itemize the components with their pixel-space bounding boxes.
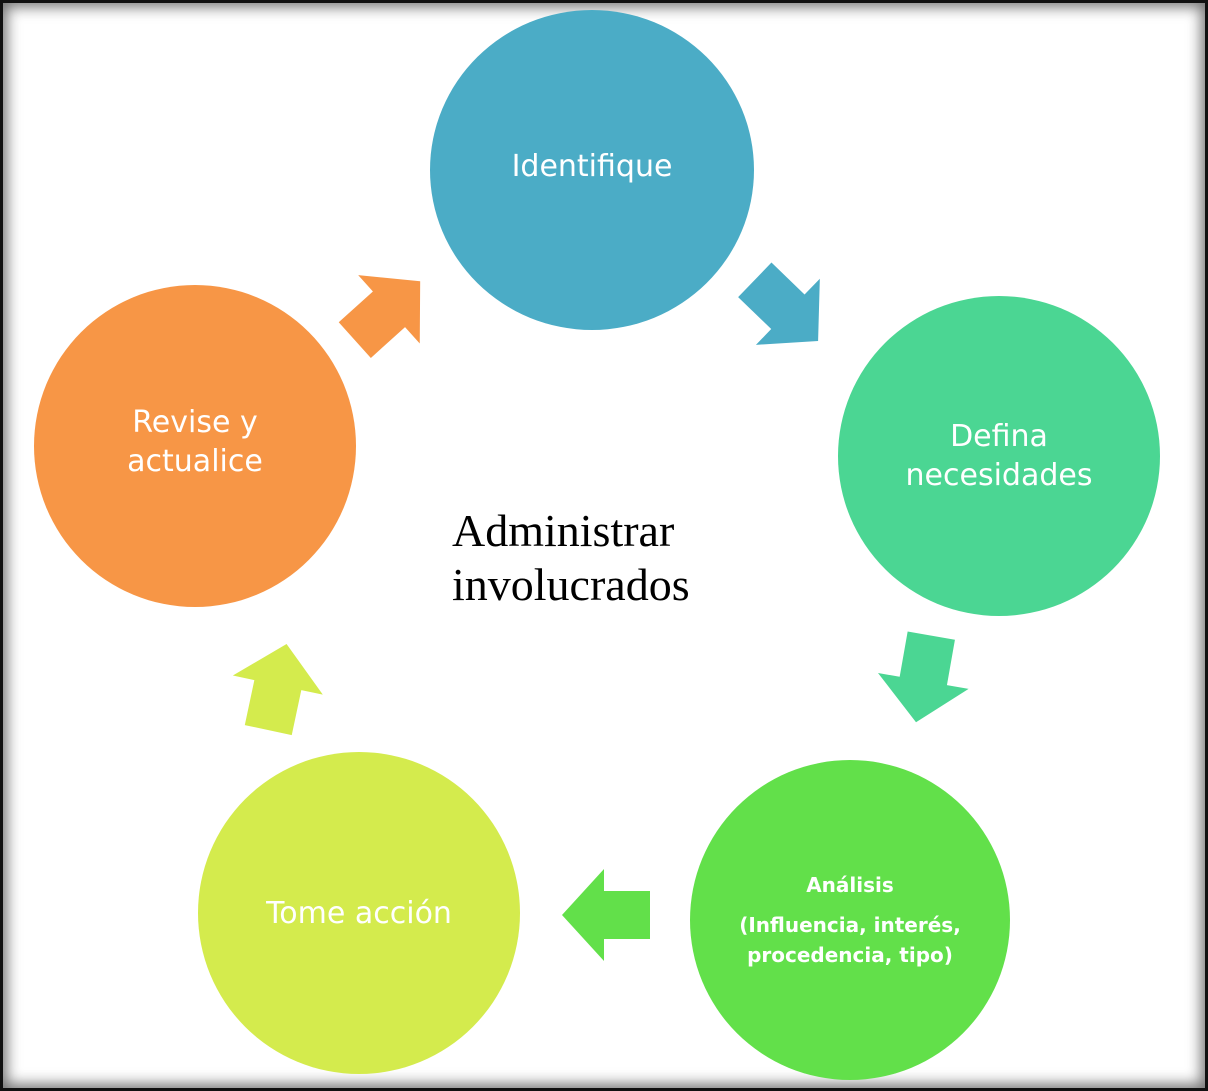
- step-tome-accion: Tome acción: [198, 752, 520, 1074]
- step-defina-necesidades: Defina necesidades: [838, 296, 1160, 616]
- step-analisis-detail: (Influencia, interés, procedencia, tipo): [739, 913, 961, 967]
- step-identifique-label: Identifique: [511, 148, 673, 184]
- step-analisis-title: Análisis: [806, 873, 894, 897]
- center-title: Administrar involucrados: [452, 505, 690, 611]
- step-revise-actualice: Revise y actualice: [34, 285, 356, 607]
- step-tome-label: Tome acción: [266, 895, 452, 931]
- arrow-revise-to-identifique: [338, 275, 421, 358]
- step-defina-label: Defina necesidades: [905, 419, 1093, 493]
- step-analisis: Análisis (Influencia, interés, procedenc…: [690, 760, 1010, 1080]
- step-identifique: Identifique: [430, 10, 754, 330]
- arrow-tome-to-revise: [232, 644, 323, 736]
- arrow-analisis-to-tome: [562, 869, 650, 961]
- arrow-defina-to-analisis: [878, 631, 969, 723]
- arrow-identifique-to-defina: [738, 262, 820, 345]
- step-revise-label: Revise y actualice: [127, 405, 263, 479]
